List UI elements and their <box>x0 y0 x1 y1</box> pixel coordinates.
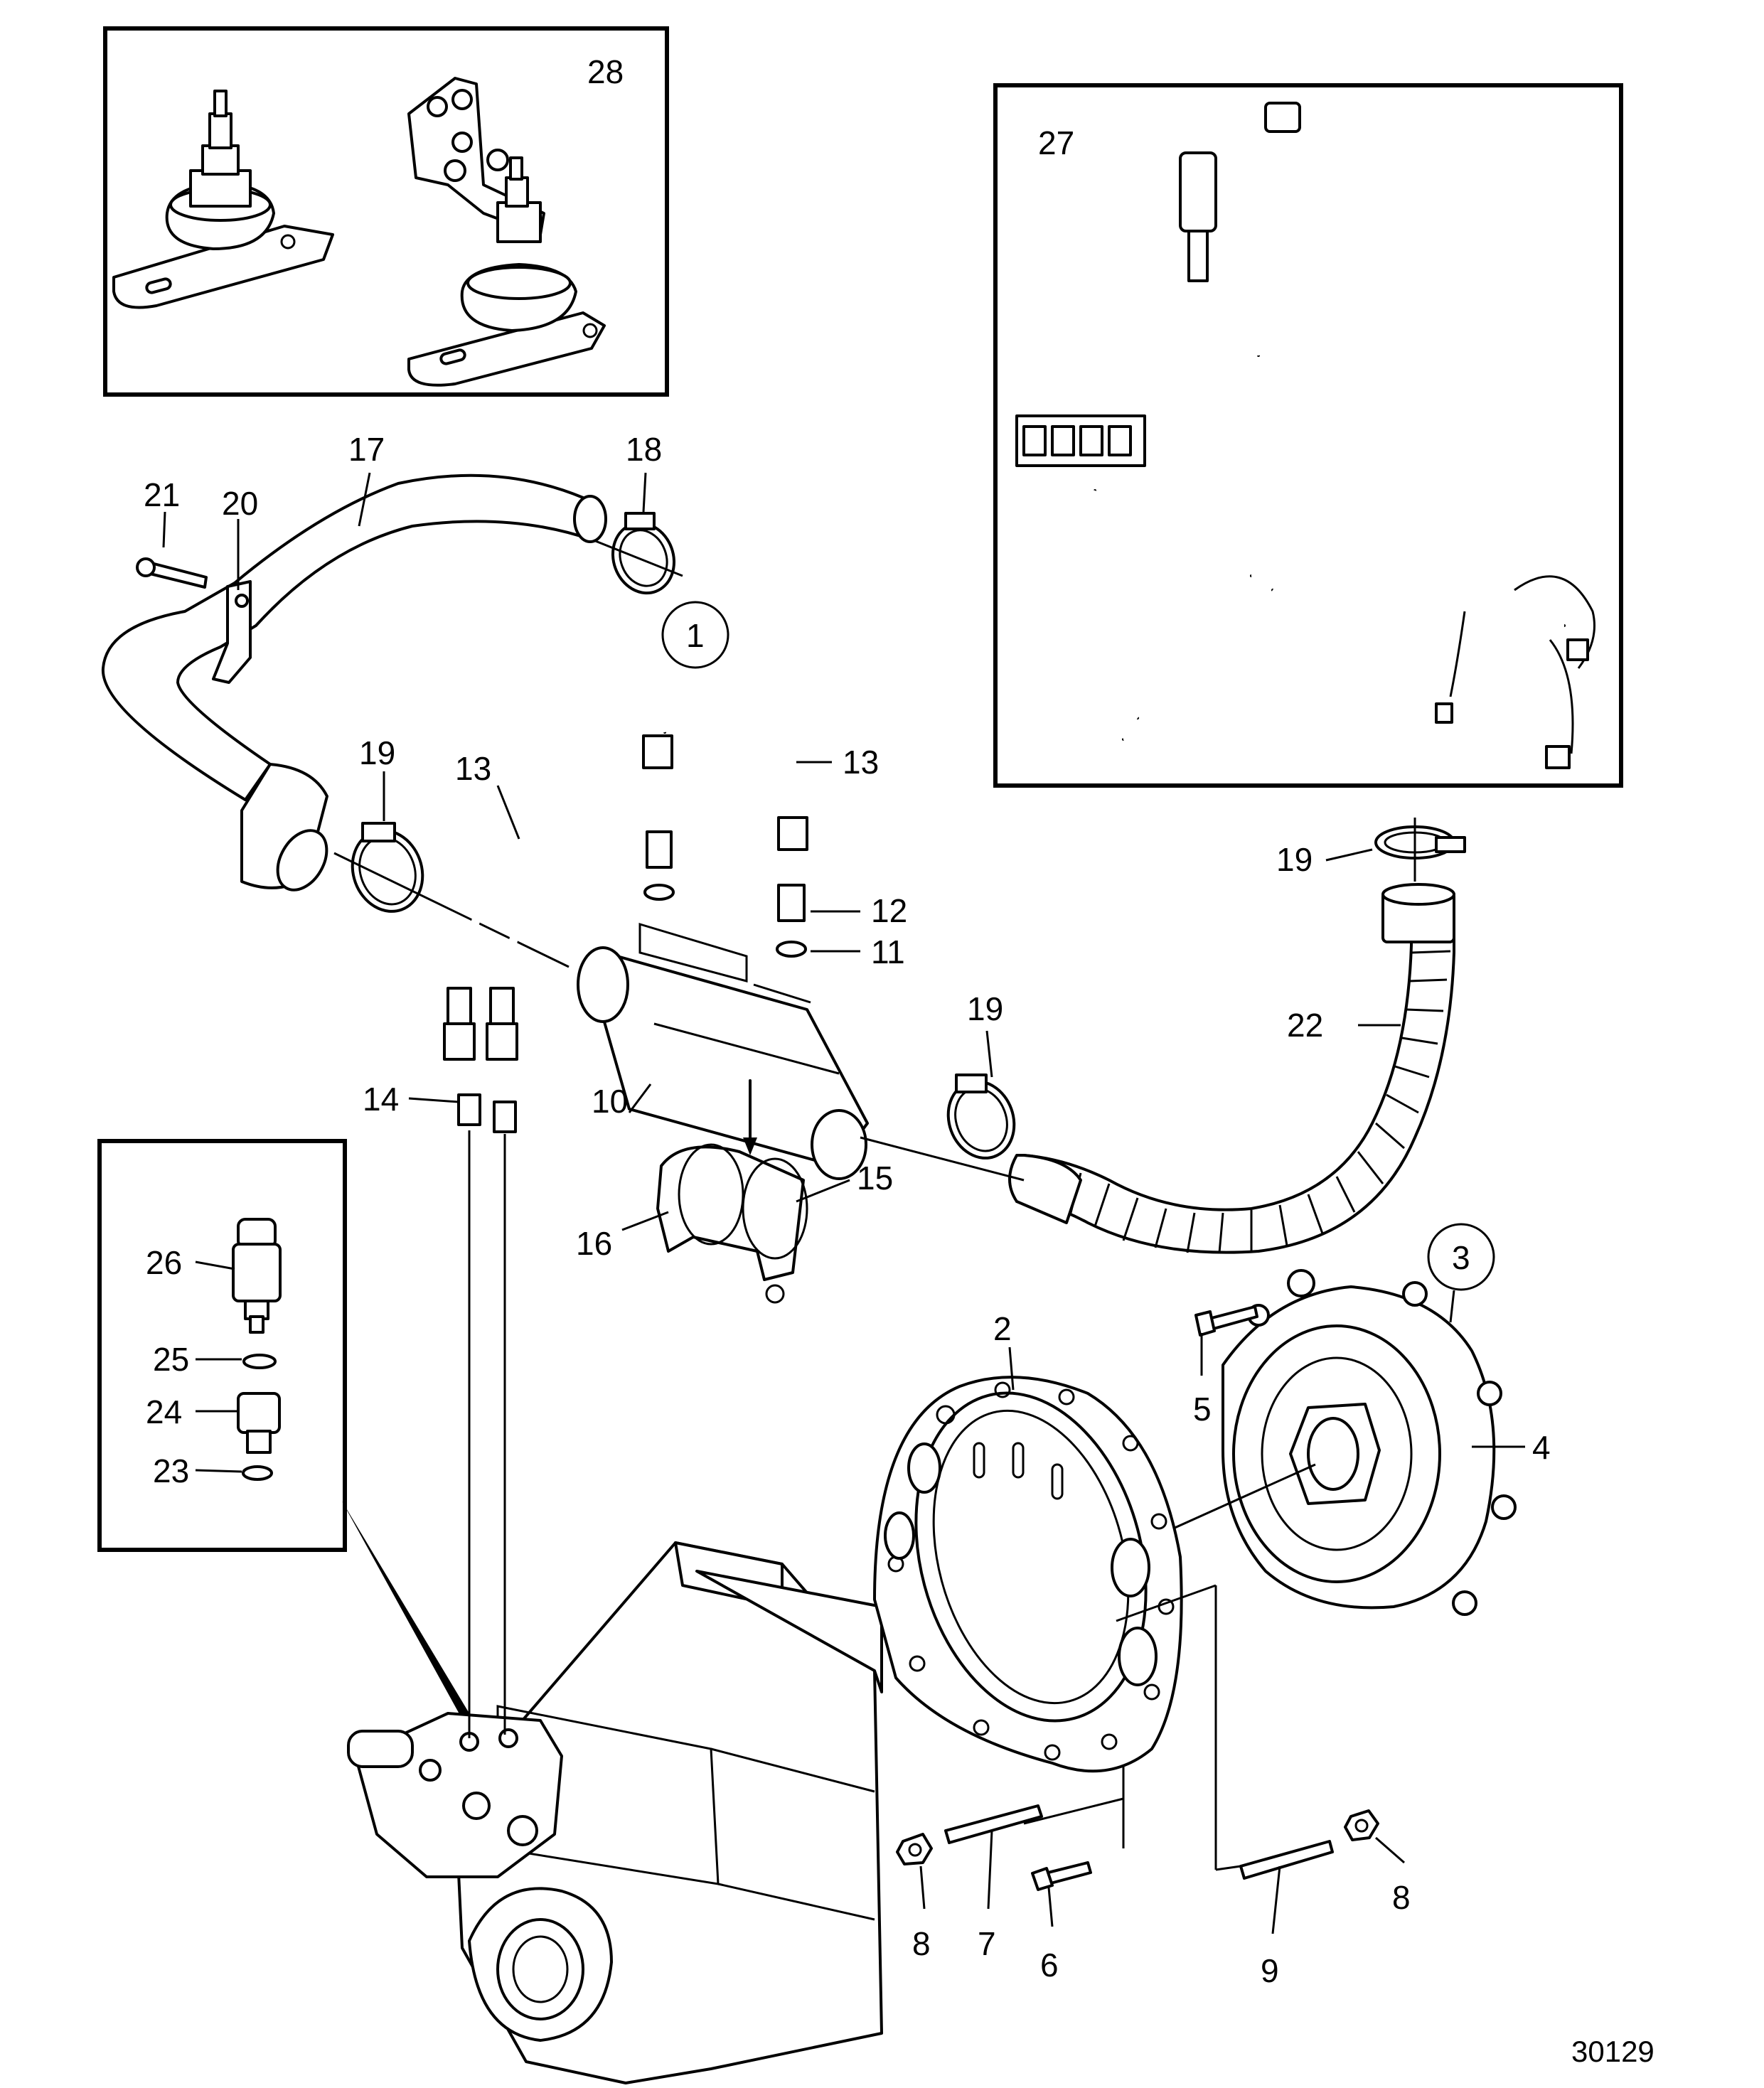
callout-6: 6 <box>1040 1947 1059 1983</box>
callout-12: 12 <box>871 892 907 929</box>
engine-mount-right <box>407 77 606 387</box>
callout-2: 2 <box>993 1310 1012 1347</box>
callout-19-top: 19 <box>1276 841 1313 878</box>
callout-25: 25 <box>153 1341 189 1378</box>
wiring-harness <box>1015 102 1595 769</box>
callout-20: 20 <box>222 485 258 522</box>
bolt-21-bracket-20 <box>136 557 252 684</box>
hose-clamp-19-left <box>351 822 424 913</box>
callout-16: 16 <box>576 1225 612 1262</box>
oil-cooler <box>577 922 869 1180</box>
inset-box-wiring-harness: 27 <box>993 83 1623 788</box>
adapter-fittings <box>457 830 807 1133</box>
axis-line-hose-clamp <box>333 539 683 968</box>
screw-6 <box>1031 1861 1092 1891</box>
axis-lines-lines-to-gearbox <box>468 1130 506 1738</box>
callout-26: 26 <box>146 1244 182 1281</box>
callout-10: 10 <box>592 1083 628 1120</box>
mounting-clamps-15-16 <box>656 1079 808 1304</box>
corrugated-hose <box>1008 883 1455 1254</box>
hose-clamp-19-middle <box>860 1074 1025 1182</box>
coolant-hose-upper <box>101 473 607 892</box>
coupling-bolt-5 <box>1194 1305 1258 1337</box>
callout-11: 11 <box>871 933 905 970</box>
callout-15: 15 <box>857 1160 893 1196</box>
callout-9: 9 <box>1261 1952 1279 1989</box>
callout-13-left: 13 <box>455 750 491 787</box>
callout-13-right: 13 <box>843 744 879 781</box>
callout-1: 1 <box>686 617 705 654</box>
callout-28: 28 <box>587 53 624 90</box>
callout-17: 17 <box>348 431 385 468</box>
pressure-sensor <box>232 1218 282 1481</box>
nut-8-left <box>896 1833 933 1865</box>
adapter-plate <box>873 1376 1183 1773</box>
leader-lines <box>162 472 1525 1934</box>
callout-5: 5 <box>1193 1391 1212 1428</box>
nut-8-right <box>1344 1809 1379 1841</box>
callout-3: 3 <box>1452 1239 1470 1276</box>
callout-labels: 17 18 21 20 19 13 13 12 11 19 22 19 14 1… <box>144 431 1551 1989</box>
hose-clamp-18 <box>611 512 676 595</box>
callout-24: 24 <box>146 1393 182 1430</box>
callout-23: 23 <box>153 1452 189 1489</box>
callout-18: 18 <box>626 431 662 468</box>
stud-7 <box>944 1804 1043 1844</box>
inset-box-engine-mounts: 28 <box>103 26 669 397</box>
engine-mount-left <box>112 90 334 309</box>
callout-7: 7 <box>978 1925 996 1962</box>
callout-8-right: 8 <box>1392 1879 1411 1916</box>
inset-box-pressure-sensor <box>97 1139 347 1552</box>
flexible-coupling <box>1172 1269 1517 1616</box>
reference-circle-1: 1 <box>661 601 729 669</box>
callout-19-middle: 19 <box>967 990 1003 1027</box>
reference-circle-3: 3 <box>1427 1223 1495 1291</box>
hose-clamp-19-top <box>1374 818 1466 882</box>
callout-22: 22 <box>1287 1007 1323 1044</box>
figure-number: 30129 <box>1571 2035 1655 2068</box>
reverse-gearbox <box>347 1541 883 2084</box>
callout-19-left: 19 <box>359 734 395 771</box>
stud-9 <box>1239 1840 1334 1880</box>
callout-14: 14 <box>363 1081 399 1118</box>
alignment-lines-studs <box>1023 1584 1241 1871</box>
callout-4: 4 <box>1532 1429 1551 1466</box>
callout-21: 21 <box>144 476 180 513</box>
hydraulic-lines <box>443 690 808 1061</box>
callout-8-left: 8 <box>912 1925 931 1962</box>
leader-sensor-to-gearbox <box>341 1500 469 1719</box>
callout-27: 27 <box>1038 124 1074 161</box>
